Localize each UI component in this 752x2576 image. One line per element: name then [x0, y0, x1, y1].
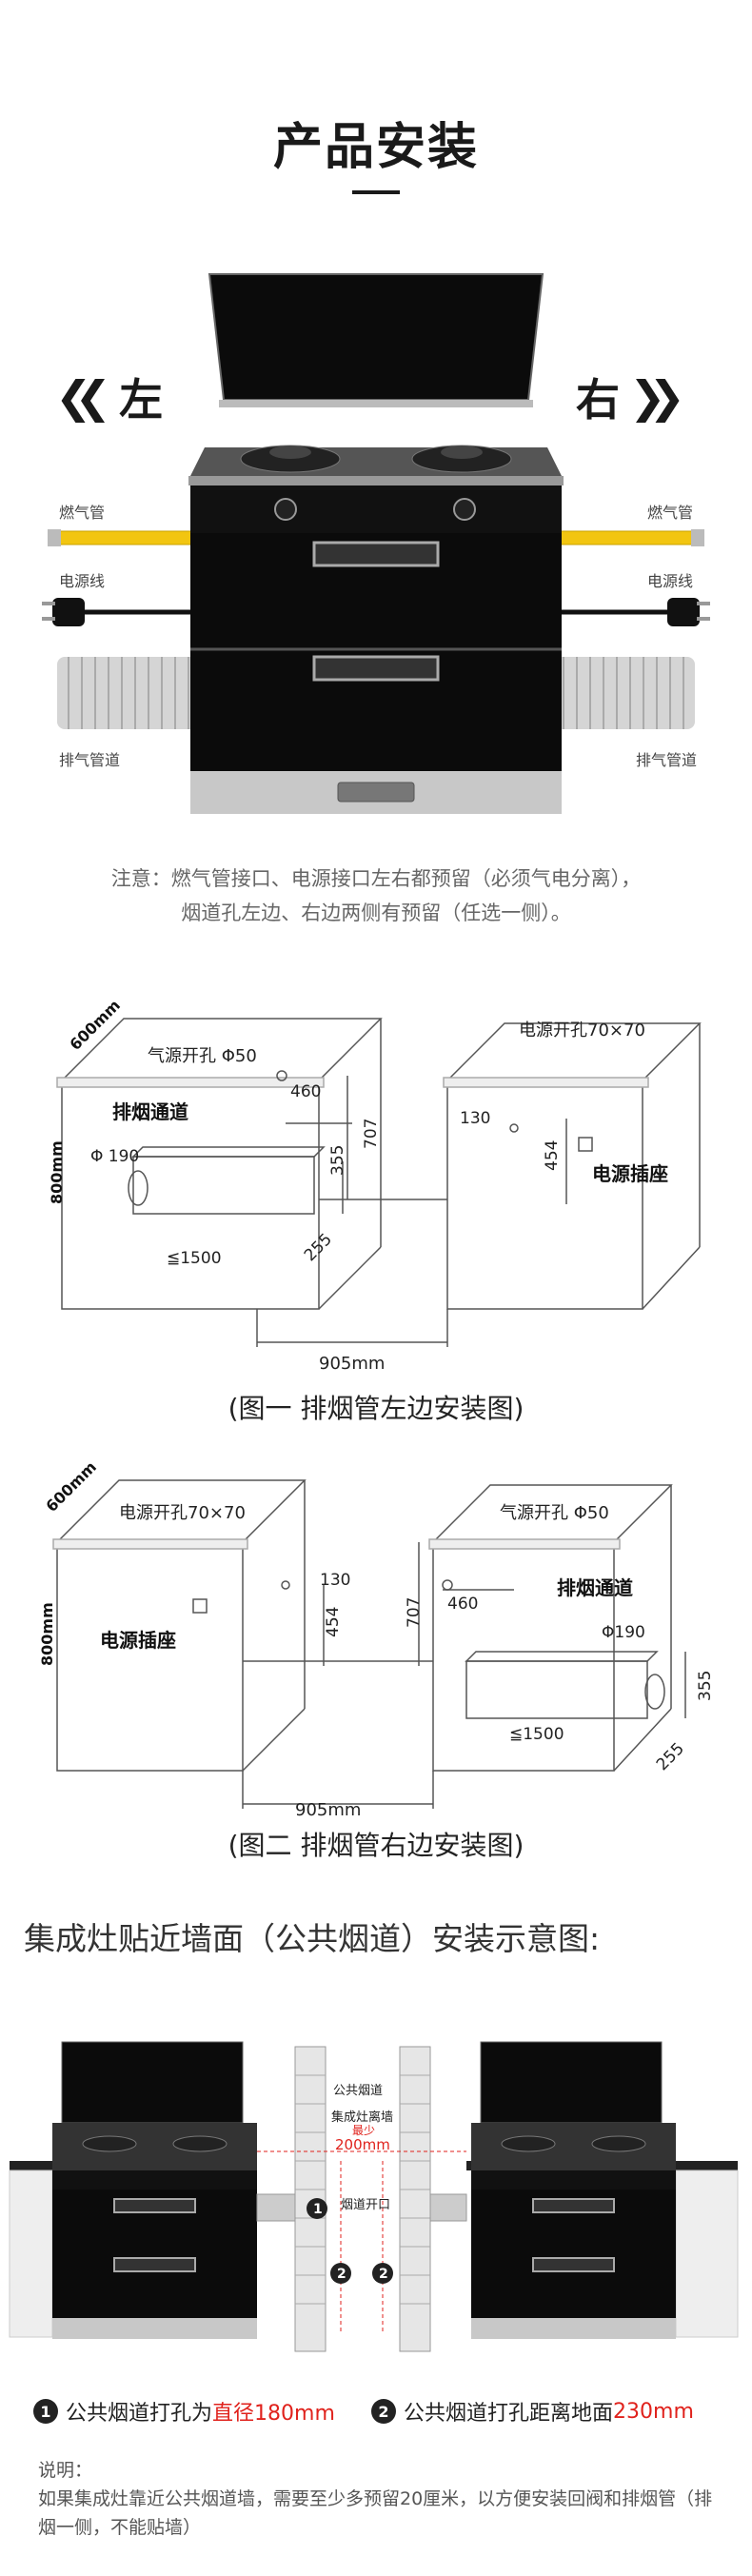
power-hole-label: 电源开孔70×70 [519, 1020, 645, 1040]
power-cord-left [42, 598, 200, 626]
exhaust-duct-label-left: 排气管道 [59, 751, 121, 769]
flue-walls [256, 2046, 467, 2352]
legend-1-prefix: 公共烟道打孔为 [66, 2402, 213, 2426]
gas-pipe-label-right: 燃气管 [647, 504, 694, 522]
power-cord-label-left: 电源线 [59, 572, 106, 590]
dim-130-2: 130 [320, 1571, 350, 1590]
legend-2-prefix: 公共烟道打孔距离地面 [404, 2402, 614, 2426]
dim-707: 707 [362, 1119, 381, 1149]
marker-2b-icon: 2 [379, 2267, 388, 2282]
left-indicator: ❮❮ 左 [55, 366, 163, 428]
dim-905-2: 905mm [295, 1800, 361, 1820]
marker-1-icon: 1 [313, 2202, 323, 2217]
note-line-2: 烟道孔左边、右边两侧有预留（任选一侧）。 [181, 902, 571, 924]
diagram-right-exhaust: 电源开孔70×70 气源开孔 Φ50 排烟通道 电源插座 600mm 800mm… [38, 1457, 715, 1820]
power-cord-label-right: 电源线 [647, 572, 694, 590]
dim-800-2: 800mm [38, 1602, 56, 1666]
distance-label: 集成灶离墙 [331, 2110, 393, 2125]
stove-back-panel [208, 273, 544, 401]
gas-pipe-label-left: 燃气管 [59, 504, 106, 522]
min-value: 200mm [335, 2136, 390, 2153]
gas-hole-label: 气源开孔 Φ50 [148, 1046, 257, 1066]
burner-left [240, 445, 341, 473]
caption-diagram-2: (图二 排烟管右边安装图) [228, 1830, 524, 1861]
socket-label-2: 电源插座 [100, 1629, 176, 1652]
dim-190: Φ 190 [90, 1147, 139, 1166]
dim-460: 460 [290, 1082, 321, 1101]
dim-355: 355 [328, 1145, 347, 1176]
dim-355-2: 355 [696, 1671, 715, 1701]
flue-label: 公共烟道 [333, 2084, 383, 2098]
dim-130: 130 [460, 1109, 490, 1128]
legend-1-value: 直径180mm [212, 2402, 335, 2426]
explain-heading: 说明： [38, 2460, 93, 2481]
gas-hole-label-2: 气源开孔 Φ50 [500, 1503, 609, 1523]
smoke-channel-label-2: 排烟通道 [557, 1576, 633, 1599]
title-underline [352, 190, 400, 194]
dim-255-2: 255 [653, 1739, 688, 1774]
dim-600-2: 600mm [42, 1457, 100, 1516]
gas-pipe-left [48, 529, 201, 546]
dim-190-2: Φ190 [602, 1623, 645, 1642]
explain-body: 如果集成灶靠近公共烟道墙，需要至少多预留20厘米，以方便安装回阀和排烟管（排烟一… [38, 2488, 713, 2538]
explanation: 说明： 如果集成灶靠近公共烟道墙，需要至少多预留20厘米，以方便安装回阀和排烟管… [38, 2456, 723, 2542]
right-stove [471, 2041, 676, 2339]
right-label: 右 [576, 374, 620, 426]
page-title: 产品安装 [272, 119, 479, 176]
socket-label: 电源插座 [592, 1162, 668, 1185]
left-label: 左 [119, 374, 164, 426]
knob-left-icon [274, 498, 297, 521]
power-cord-right [552, 598, 710, 626]
public-flue-title: 集成灶贴近墙面（公共烟道）安装示意图: [24, 1920, 601, 1957]
note-line-1: 注意：燃气管接口、电源接口左右都预留（必须气电分离）， [110, 867, 642, 890]
exhaust-duct-label-right: 排气管道 [636, 751, 698, 769]
dim-454: 454 [543, 1140, 562, 1171]
burner-right [411, 445, 512, 473]
caption-diagram-1: (图一 排烟管左边安装图) [228, 1393, 524, 1424]
legend-item-1: 1 公共烟道打孔为 直径180mm [33, 2396, 335, 2427]
legend-2-value: 230mm [613, 2399, 694, 2424]
diagram-left-exhaust: 气源开孔 Φ50 电源开孔70×70 排烟通道 电源插座 600mm 800mm… [48, 996, 702, 1374]
stove-illustration [42, 273, 710, 814]
dim-600: 600mm [66, 996, 124, 1054]
left-stove [52, 2041, 257, 2339]
smoke-channel-label: 排烟通道 [112, 1100, 188, 1123]
exhaust-duct-left [57, 657, 200, 729]
knob-right-icon [453, 498, 476, 521]
marker-2-badge: 2 [371, 2399, 396, 2424]
dim-1500-2: ≦1500 [509, 1725, 564, 1744]
dim-460-2: 460 [447, 1595, 478, 1614]
opening-label: 烟道开口 [341, 2198, 390, 2212]
public-flue-illustration: 公共烟道 集成灶离墙 最少 200mm 烟道开口 1 2 2 [9, 2041, 739, 2352]
dim-454-2: 454 [324, 1607, 343, 1637]
legend-item-2: 2 公共烟道打孔距离地面 230mm [371, 2396, 694, 2427]
power-hole-label-2: 电源开孔70×70 [119, 1503, 246, 1523]
marker-1-badge: 1 [33, 2399, 58, 2424]
min-label: 最少 [352, 2124, 375, 2137]
dim-905: 905mm [319, 1354, 385, 1374]
marker-2a-icon: 2 [337, 2267, 346, 2282]
gas-pipe-right [551, 529, 704, 546]
install-note: 注意：燃气管接口、电源接口左右都预留（必须气电分离）， 烟道孔左边、右边两侧有预… [38, 862, 714, 930]
exhaust-duct-right [552, 657, 695, 729]
dim-1500: ≦1500 [167, 1249, 222, 1268]
dim-800: 800mm [48, 1140, 66, 1204]
dim-255: 255 [301, 1230, 336, 1265]
dim-707-2: 707 [405, 1597, 424, 1628]
